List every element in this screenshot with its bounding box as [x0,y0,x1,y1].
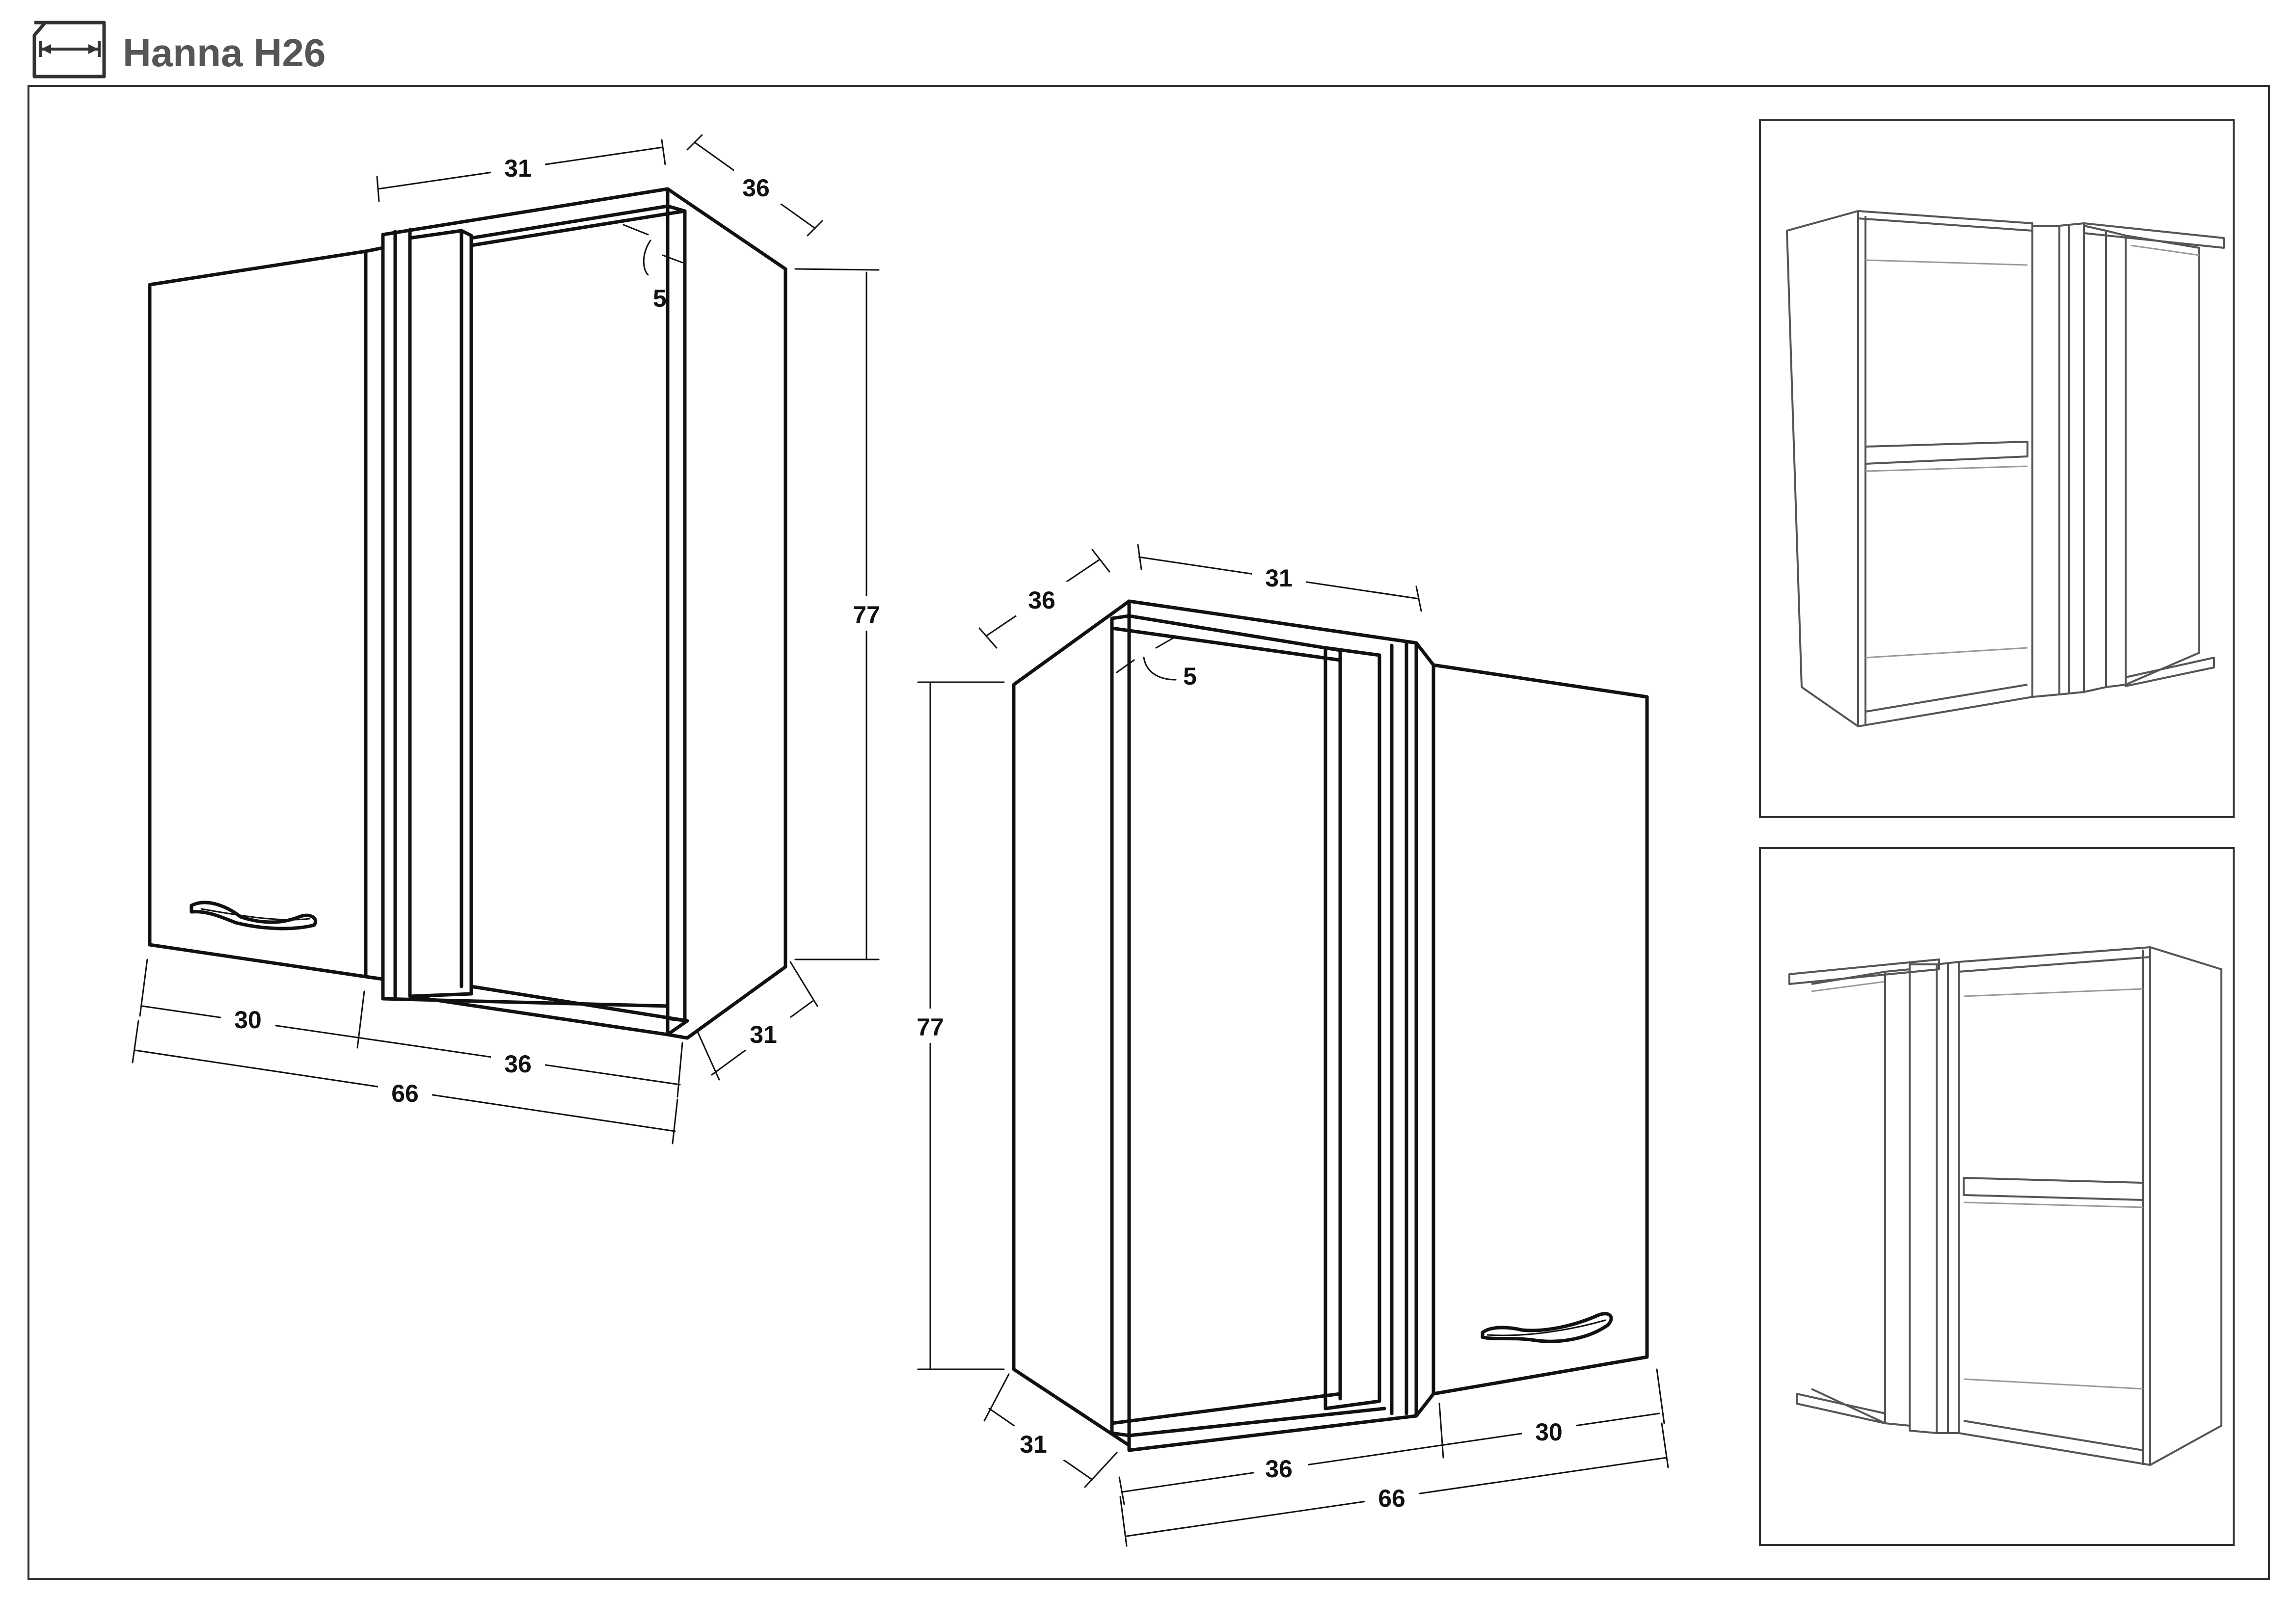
dim-top-depth: 36 [742,174,770,202]
dim-door-width: 30 [234,1006,262,1034]
dim-corner-width-right: 36 [1265,1455,1293,1483]
dimensions-right: 36 31 5 77 31 36 30 [906,544,1669,1547]
dim-height-right: 77 [917,1013,944,1041]
dim-top-width: 31 [504,155,532,182]
page-title: Hanna H26 [123,31,326,75]
dim-corner-width: 36 [504,1050,532,1078]
cabinet-view-right [1012,599,1649,1452]
dim-panel-thickness: 5 [653,285,667,312]
thumbnail-view-1 [1759,119,2235,818]
dimensions-icon [32,21,106,79]
dim-total-width: 66 [391,1080,419,1107]
drawing-frame [27,85,2270,1580]
dim-top-depth-right: 36 [1028,586,1055,614]
door-handle [189,901,317,931]
dim-door-width-right: 30 [1535,1418,1563,1446]
dim-height: 77 [853,601,880,629]
dimensions-left: 31 36 5 77 30 36 66 [132,134,891,1144]
thumbnail-view-2 [1759,847,2235,1546]
dim-top-width-right: 31 [1265,564,1293,592]
door-handle [1481,1312,1613,1343]
dim-side-depth-right: 31 [1020,1431,1047,1458]
dim-total-width-right: 66 [1378,1485,1405,1512]
dim-side-depth: 31 [750,1021,777,1048]
dim-panel-thickness-right: 5 [1183,663,1197,690]
cabinet-view-left [148,187,787,1040]
